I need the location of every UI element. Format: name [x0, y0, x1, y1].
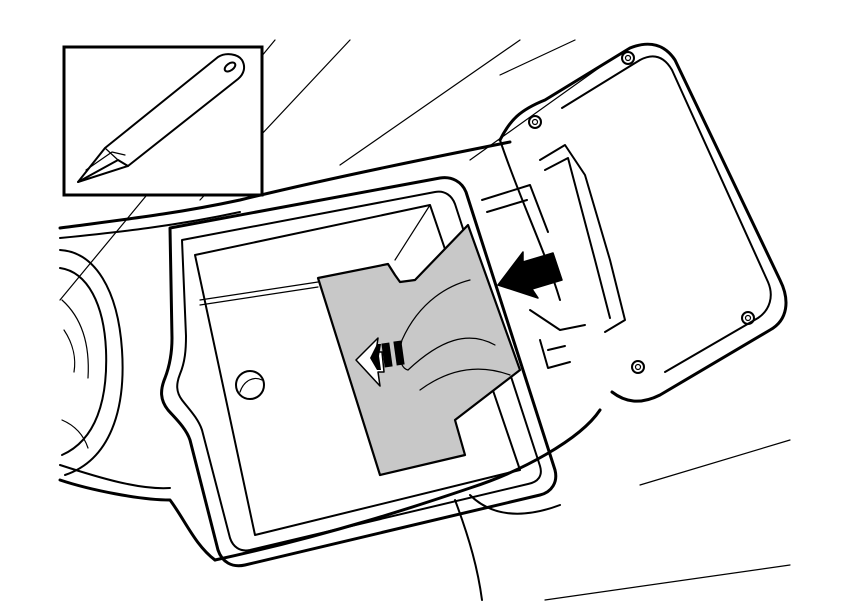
trim-panel	[316, 223, 522, 477]
storage-bin	[160, 176, 558, 568]
push-direction-arrow-icon	[497, 251, 563, 299]
slide-direction-arrow-icon	[355, 337, 405, 387]
armrest-lid	[498, 42, 788, 403]
background-linework	[59, 39, 791, 601]
console-body	[58, 140, 602, 601]
tool-inset	[62, 45, 264, 197]
cup-holder	[59, 249, 124, 476]
trim-removal-tool-icon	[77, 53, 246, 183]
lid-hinge	[481, 144, 626, 369]
